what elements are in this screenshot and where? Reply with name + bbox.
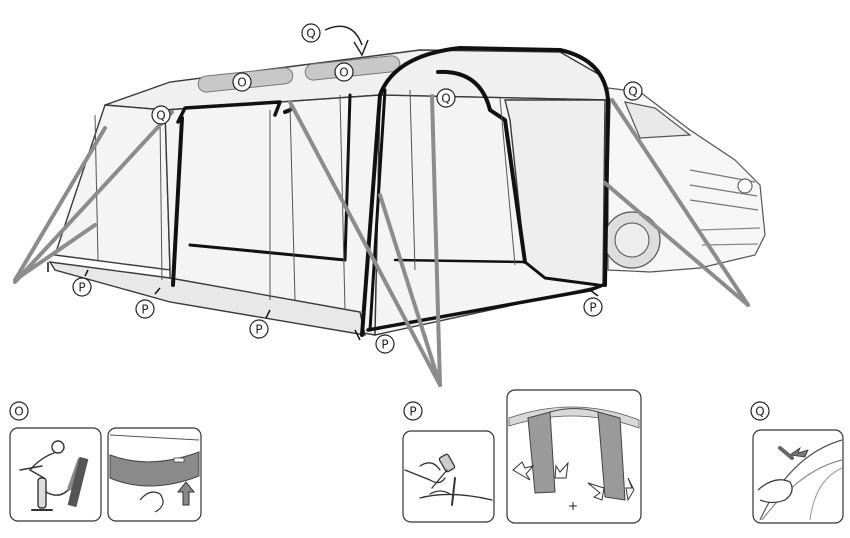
hammer-peg-icon (404, 453, 493, 506)
svg-text:Q: Q (156, 109, 165, 123)
van (603, 87, 766, 273)
svg-text:O: O (339, 66, 348, 80)
panel-inflate-pump (9, 427, 102, 522)
person-pumping-icon (19, 440, 89, 511)
detail-section-p: P (402, 389, 642, 524)
tube-fitting-icon (109, 434, 200, 513)
awning-illustration: Q O O Q Q Q P (13, 23, 766, 387)
section-p-label: P (403, 401, 423, 421)
detail-section-q: Q (750, 401, 844, 524)
door-panels-icon (508, 406, 640, 502)
callout-o-roof-left: O (232, 72, 252, 92)
peg-markers (47, 262, 599, 341)
callout-q-annex: Q (436, 88, 456, 108)
callout-p-2: P (135, 299, 155, 319)
section-q-label: Q (750, 401, 770, 421)
van-rail-icon (757, 439, 843, 521)
svg-text:P: P (409, 405, 416, 419)
section-o-label: O (9, 401, 29, 421)
svg-text:P: P (141, 303, 148, 317)
plus-sign: + (568, 499, 578, 513)
detail-section-o: O (9, 401, 202, 522)
svg-text:Q: Q (441, 92, 450, 106)
panel-door-pegging: + (506, 389, 642, 524)
callout-p-5: P (583, 297, 603, 317)
callout-p-1: P (72, 277, 92, 297)
svg-text:P: P (78, 281, 85, 295)
awning-body (48, 49, 612, 336)
panel-fit-tube (107, 427, 202, 522)
callout-q-top: Q (301, 23, 321, 43)
rotate-arrow-icon (324, 25, 369, 57)
callout-o-roof-right: O (334, 62, 354, 82)
svg-text:Q: Q (755, 405, 764, 419)
callout-p-3: P (249, 319, 269, 339)
svg-text:O: O (14, 405, 23, 419)
panel-hammer-peg (402, 430, 495, 523)
frame-tubes (171, 46, 610, 337)
svg-text:Q: Q (628, 85, 637, 99)
callout-q-left: Q (151, 105, 171, 125)
panel-van-rail (752, 429, 844, 524)
guy-lines (13, 94, 750, 387)
callout-p-4: P (375, 334, 395, 354)
svg-text:P: P (589, 301, 596, 315)
svg-text:Q: Q (306, 27, 315, 41)
main-callouts: Q O O Q Q Q P (72, 23, 643, 354)
svg-text:O: O (237, 76, 246, 90)
svg-text:P: P (255, 323, 262, 337)
svg-text:P: P (381, 338, 388, 352)
callout-q-van: Q (623, 81, 643, 101)
